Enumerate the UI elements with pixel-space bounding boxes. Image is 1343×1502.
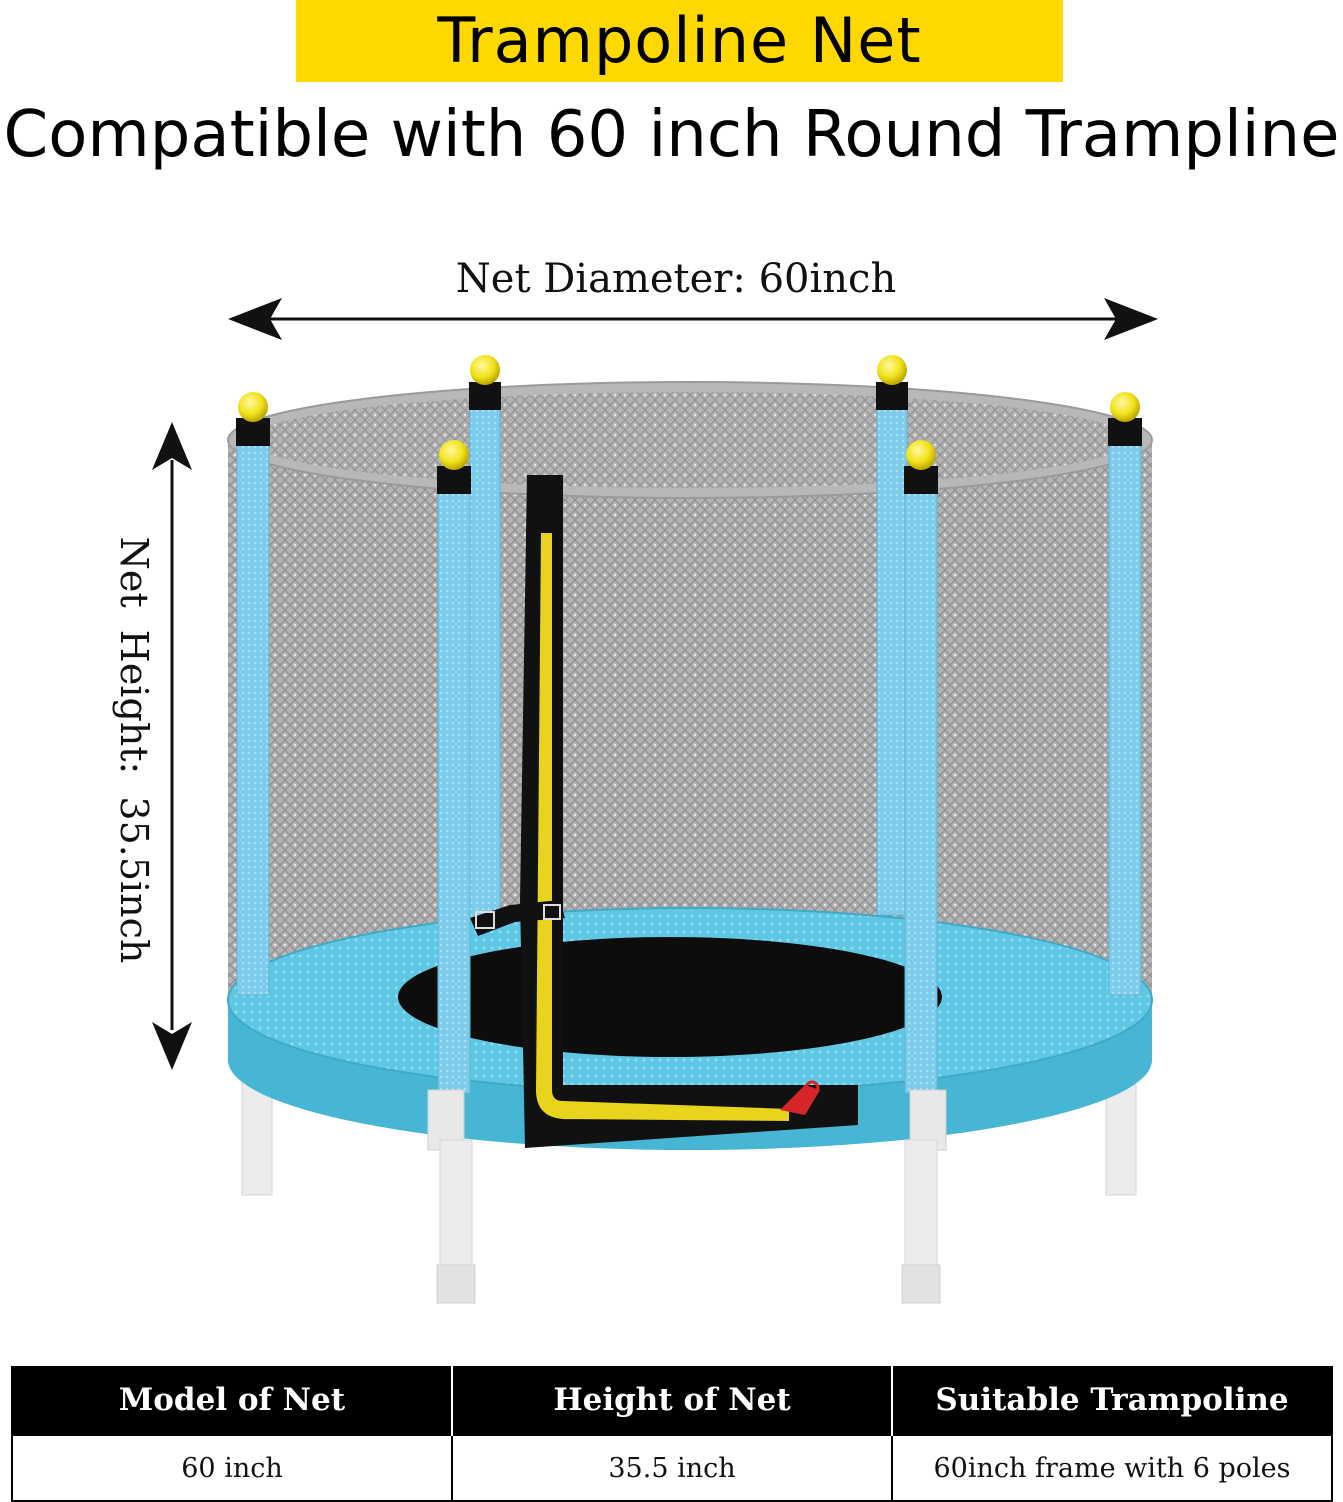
page-subtitle: Compatible with 60 inch Round Trampline: [3, 98, 1340, 172]
trampoline-illustration: [152, 298, 1158, 1304]
front-legs: [427, 1089, 947, 1304]
spec-table: Model of Net Height of Net Suitable Tram…: [11, 1366, 1333, 1502]
side-poles: [236, 392, 1142, 996]
cell-height: 35.5 inch: [451, 1434, 893, 1502]
height-arrow: [152, 422, 192, 1070]
zipper-entrance: [470, 475, 858, 1148]
header-height-of-net: Height of Net: [451, 1366, 893, 1435]
cell-model: 60 inch: [11, 1434, 453, 1502]
header-model-of-net: Model of Net: [11, 1366, 453, 1435]
front-poles: [437, 440, 938, 1094]
net-height-label: Net Height: 35.5inch: [112, 536, 156, 964]
page-title: Trampoline Net: [437, 4, 922, 77]
net-diameter-label: Net Diameter: 60inch: [455, 256, 897, 302]
cell-suitable: 60inch frame with 6 poles: [891, 1434, 1333, 1502]
spec-table-header-row: Model of Net Height of Net Suitable Tram…: [11, 1366, 1333, 1435]
diameter-arrow: [228, 298, 1158, 340]
table-row: 60 inch 35.5 inch 60inch frame with 6 po…: [11, 1434, 1333, 1502]
header-suitable-trampoline: Suitable Trampoline: [891, 1366, 1333, 1435]
rear-poles: [469, 355, 908, 936]
title-banner: Trampoline Net: [296, 0, 1063, 82]
